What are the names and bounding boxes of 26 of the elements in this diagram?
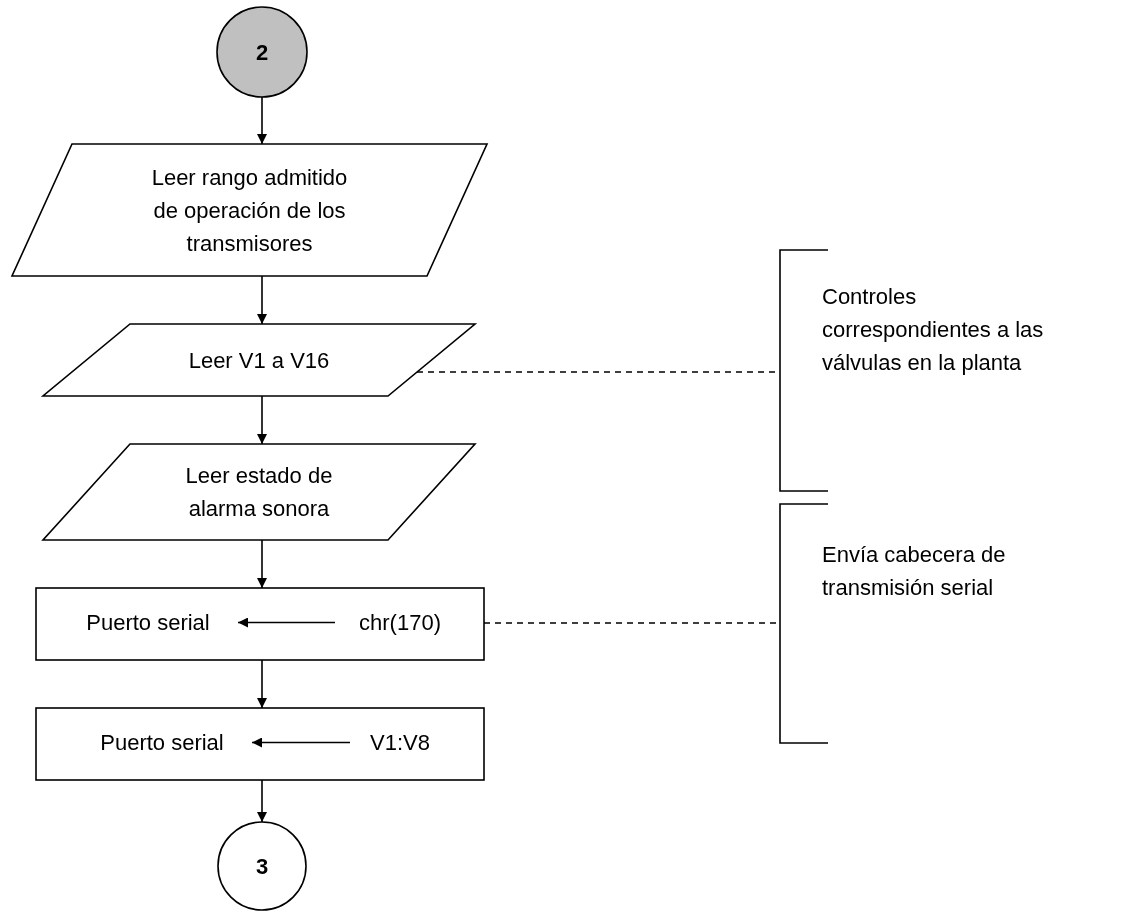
arrow — [257, 275, 267, 325]
connector-circle — [218, 822, 306, 910]
variable-label: V1:V8 — [350, 726, 450, 759]
assignment-arrow — [237, 617, 336, 628]
input-parallelogram — [43, 324, 475, 396]
connector-number: 2 — [254, 38, 270, 67]
process-box — [36, 708, 484, 780]
arrow — [257, 395, 267, 445]
arrow — [257, 659, 267, 709]
process-box — [36, 588, 484, 660]
connector-circle — [217, 7, 307, 97]
variable-label: chr(170) — [335, 606, 465, 639]
annotation-text: Envía cabecera de transmisión serial — [822, 541, 1007, 602]
arrow — [257, 96, 267, 145]
connector-number: 3 — [254, 852, 270, 881]
variable-label: Puerto serial — [72, 726, 252, 759]
process-text: Leer estado de alarma sonora — [184, 462, 334, 523]
assignment-arrow — [251, 737, 351, 748]
variable-label: Puerto serial — [58, 606, 238, 639]
process-text: Leer rango admitido de operación de los transmisores — [150, 163, 349, 258]
process-text: Leer V1 a V16 — [187, 346, 331, 375]
annotation-text: Controles correspondientes a las válvulas en la planta — [822, 283, 1045, 377]
input-parallelogram — [43, 444, 475, 540]
arrow — [257, 539, 267, 589]
input-parallelogram — [12, 144, 487, 276]
arrow — [257, 779, 267, 823]
